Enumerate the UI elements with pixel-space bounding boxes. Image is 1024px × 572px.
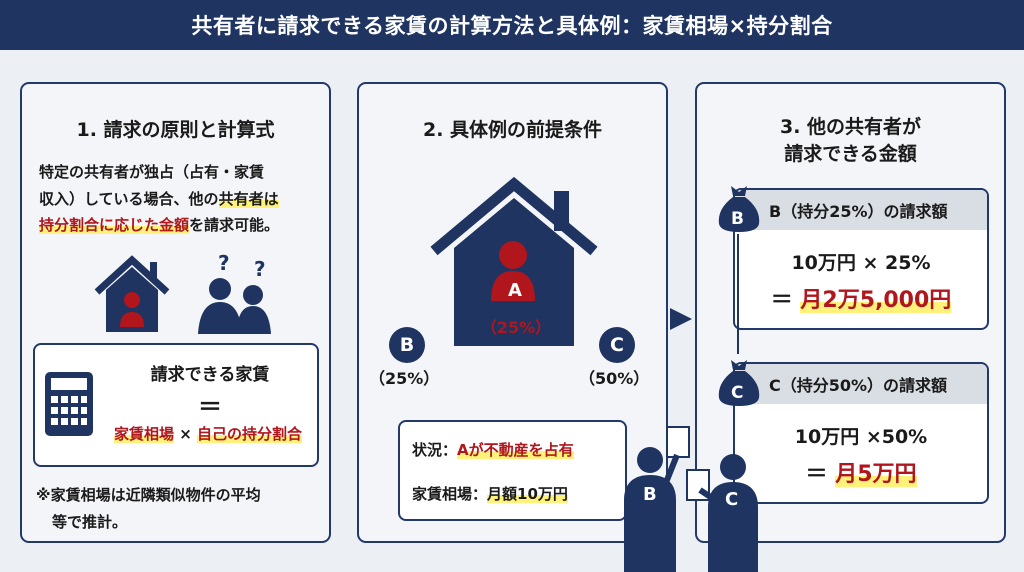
money-bag-icon: B — [718, 186, 760, 232]
money-bag-label: C — [731, 383, 743, 403]
conditions-box: 状況：Aが不動産を占有 家賃相場：月額10万円 — [398, 420, 627, 521]
owner-c-share: （50%） — [579, 369, 650, 388]
panel-title: 1. 請求の原則と計算式 — [76, 119, 275, 141]
arrow-right-icon — [670, 308, 692, 330]
rent-row: 家賃相場：月額10万円 — [412, 483, 568, 504]
claim-calculation: 10万円 ×50% — [794, 426, 928, 448]
formula-term: 自己の持分割合 — [197, 425, 303, 443]
status-value: Aが不動産を占有 — [457, 441, 574, 459]
person-c-label: C — [725, 489, 738, 510]
page-title: 共有者に請求できる家賃の計算方法と具体例：家賃相場×持分割合 — [0, 0, 1024, 50]
text: を請求可能。 — [189, 216, 280, 234]
claim-calculation: 10万円 × 25% — [791, 252, 931, 274]
formula-term: 家賃相場 — [113, 425, 174, 443]
connector-line — [737, 234, 739, 354]
formula-box: 請求できる家賃 ＝ 家賃相場 × 自己の持分割合 — [33, 343, 319, 467]
claim-header: B（持分25%）の請求額 — [735, 190, 987, 230]
owner-b-avatar: B — [389, 327, 425, 363]
person-b-label: B — [643, 484, 657, 505]
formula-times: × — [179, 425, 192, 443]
claim-result-row: ＝ 月2万5,000円 — [735, 282, 987, 314]
panel-title: 請求できる金額 — [784, 143, 917, 165]
status-label: 状況： — [412, 441, 458, 459]
formula-title: 請求できる家賃 — [150, 365, 270, 385]
rent-label: 家賃相場： — [412, 485, 488, 503]
panel-title: 2. 具体例の前提条件 — [422, 119, 603, 141]
claim-header: C（持分50%）の請求額 — [735, 364, 987, 404]
text: 収入）している場合、他の — [39, 189, 219, 208]
panel-title: 3. 他の共有者が — [779, 116, 922, 138]
text-line: 収入）している場合、他の共有者は — [39, 186, 329, 213]
panel-claim-amounts: 3. 他の共有者が 請求できる金額 B（持分25%）の請求額 10万円 × 25… — [695, 82, 1006, 543]
formula-expression: 家賃相場 × 自己の持分割合 — [97, 423, 319, 444]
rent-value: 月額10万円 — [487, 485, 568, 503]
question-mark: ? — [254, 257, 266, 281]
note-line: ※家賃相場は近隣類似物件の平均 — [36, 486, 261, 504]
highlight-text: 持分割合に応じた金額 — [39, 216, 190, 234]
money-bag-icon: C — [718, 360, 760, 406]
panel-principle: 1. 請求の原則と計算式 特定の共有者が独占（占有・家賃 収入）している場合、他… — [20, 82, 331, 543]
owner-a-label: A — [508, 280, 522, 301]
note-line: 等で推計。 — [52, 512, 128, 531]
owner-c-avatar: C — [599, 327, 635, 363]
equals: ＝ — [805, 462, 828, 487]
principle-text: 特定の共有者が独占（占有・家賃 収入）している場合、他の共有者は 持分割合に応じ… — [39, 159, 329, 239]
claim-result-row: ＝ 月5万円 — [735, 456, 987, 488]
question-mark: ? — [218, 252, 230, 275]
calculator-icon — [45, 372, 93, 436]
equals: ＝ — [770, 288, 793, 313]
claim-result: 月2万5,000円 — [800, 288, 952, 313]
money-bag-label: B — [731, 209, 744, 229]
house-icon — [430, 176, 598, 346]
panel-example: 2. 具体例の前提条件 A （25%） B （25%） C （50%） 状況：A… — [357, 82, 668, 543]
note: ※家賃相場は近隣類似物件の平均 等で推計。 — [36, 482, 326, 535]
owner-a-share: （25%） — [480, 318, 552, 337]
status-row: 状況：Aが不動産を占有 — [412, 439, 574, 460]
formula-equals: ＝ — [198, 393, 222, 421]
highlight-text: 共有者は — [218, 189, 279, 208]
claim-box-b: B（持分25%）の請求額 10万円 × 25% ＝ 月2万5,000円 — [733, 188, 989, 330]
claimants-icon: B C — [624, 426, 758, 572]
owner-b-share: （25%） — [369, 369, 440, 388]
text-line: 持分割合に応じた金額を請求可能。 — [39, 212, 329, 239]
claim-box-c: C（持分50%）の請求額 10万円 ×50% ＝ 月5万円 — [733, 362, 989, 504]
text-line: 特定の共有者が独占（占有・家賃 — [39, 163, 265, 181]
claim-result: 月5万円 — [835, 462, 917, 487]
house-person-icon: ? ? — [94, 252, 271, 334]
